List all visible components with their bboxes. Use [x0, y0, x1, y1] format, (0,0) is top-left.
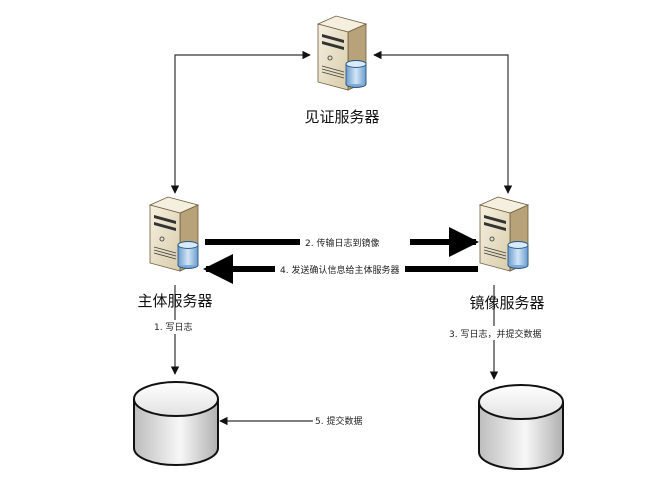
principal-database-icon [133, 381, 219, 466]
witness-server-icon [317, 15, 367, 91]
edge-witness-mirror [373, 50, 513, 194]
witness-server-label: 见证服务器 [304, 108, 379, 126]
step3-label: 3. 写日志，并提交数据 [449, 328, 541, 340]
step5-label: 5. 提交数据 [315, 415, 362, 427]
mirror-server-label: 镜像服务器 [469, 294, 544, 312]
mirror-server-icon [479, 196, 529, 272]
principal-server-icon [149, 196, 199, 272]
edge-witness-principal [170, 50, 311, 194]
mirror-database-icon [478, 384, 564, 470]
step4-label: 4. 发送确认信息给主体服务器 [280, 264, 399, 276]
step1-label: 1. 写日志 [154, 321, 192, 333]
step2-label: 2. 传输日志到镜像 [305, 237, 379, 249]
principal-server-label: 主体服务器 [137, 292, 212, 310]
